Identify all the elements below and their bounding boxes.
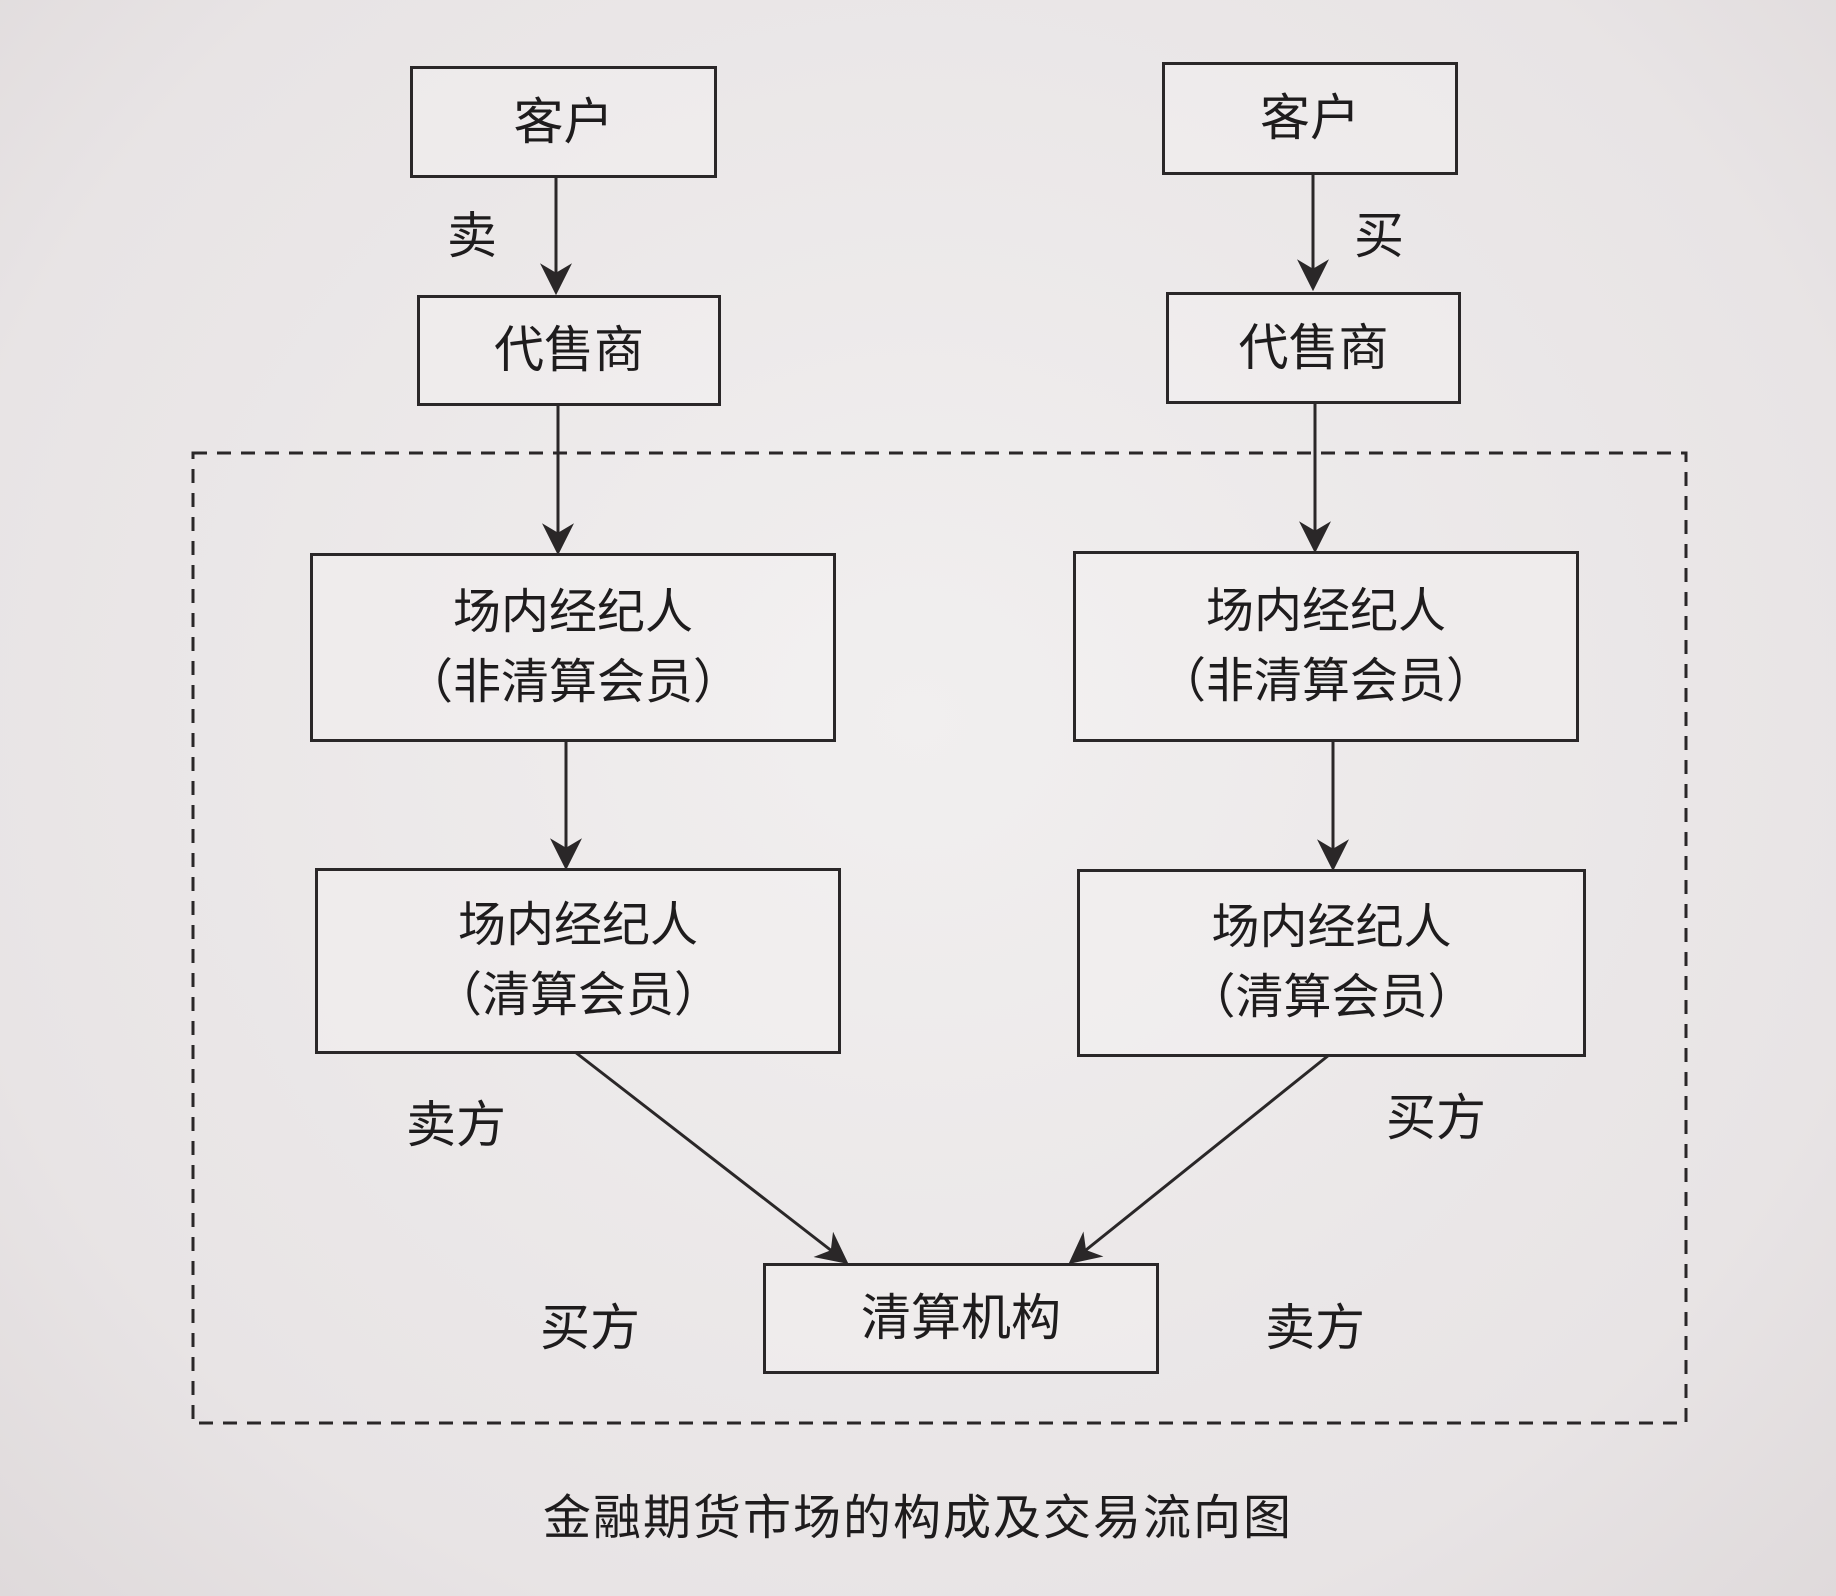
exchange-boundary — [191, 451, 1688, 1425]
floor-broker-nonclearing-line2-right: （非清算会员） — [1157, 652, 1494, 709]
agent-box-right: 代售商 — [1166, 292, 1461, 404]
floor-broker-clearing-line2-left: （清算会员） — [433, 967, 722, 1023]
floor-broker-clearing-box-right: 场内经纪人 （清算会员） — [1077, 869, 1586, 1057]
clearing-house-box: 清算机构 — [763, 1263, 1159, 1374]
clearing-house-label: 清算机构 — [861, 1289, 1061, 1348]
arrow-clearing-right-to-clearinghouse — [1068, 1053, 1330, 1265]
arrow-clearing-left-to-clearinghouse — [574, 1050, 849, 1264]
floor-broker-nonclearing-line1-left: 场内经纪人 — [452, 583, 693, 640]
edge-label-seller-bottom-right: 卖方 — [1265, 1299, 1365, 1357]
floor-broker-nonclearing-line2-left: （非清算会员） — [404, 653, 741, 710]
agent-label-left: 代售商 — [494, 321, 644, 380]
client-label-right: 客户 — [1260, 89, 1360, 148]
client-box-left: 客户 — [410, 66, 717, 178]
floor-broker-nonclearing-box-right: 场内经纪人 （非清算会员） — [1073, 551, 1579, 742]
floor-broker-nonclearing-box-left: 场内经纪人 （非清算会员） — [310, 553, 836, 742]
floor-broker-clearing-line1-left: 场内经纪人 — [457, 897, 698, 954]
agent-box-left: 代售商 — [417, 295, 721, 406]
floor-broker-clearing-line1-right: 场内经纪人 — [1211, 899, 1452, 956]
floor-broker-clearing-box-left: 场内经纪人 （清算会员） — [315, 868, 841, 1054]
edge-label-buyer-right: 买方 — [1386, 1089, 1486, 1147]
edge-label-buy: 买 — [1354, 207, 1404, 265]
figure-caption: 金融期货市场的构成及交易流向图 — [542, 1490, 1293, 1546]
edge-label-sell: 卖 — [447, 207, 497, 265]
client-label-left: 客户 — [513, 92, 614, 151]
floor-broker-nonclearing-line1-right: 场内经纪人 — [1205, 582, 1446, 639]
agent-label-right: 代售商 — [1238, 318, 1389, 377]
client-box-right: 客户 — [1162, 62, 1458, 175]
edge-label-buyer-bottom-left: 买方 — [540, 1299, 640, 1357]
floor-broker-clearing-line2-right: （清算会员） — [1187, 969, 1476, 1025]
edge-label-seller-left: 卖方 — [406, 1096, 506, 1154]
